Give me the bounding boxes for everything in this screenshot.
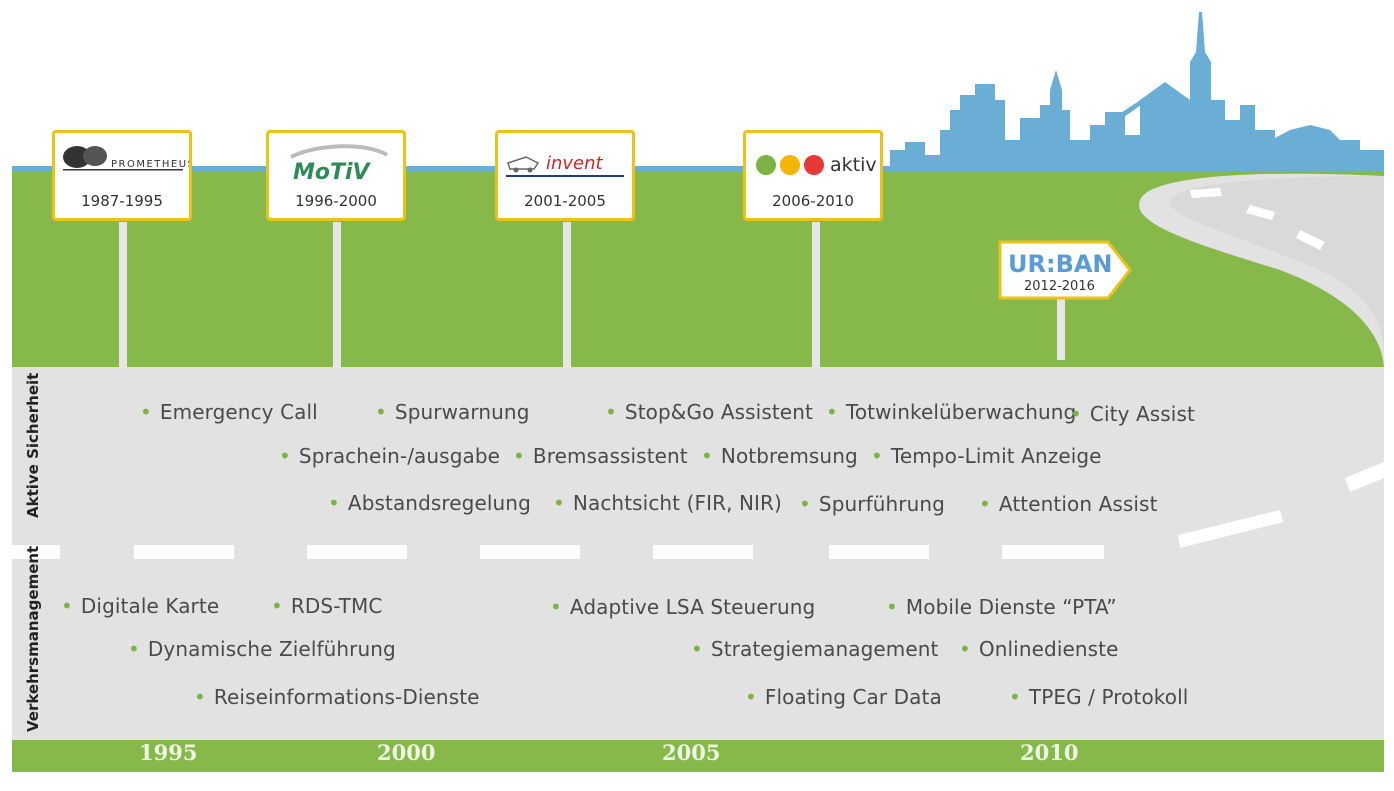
motiv-logo: MoTiV — [290, 144, 389, 185]
urban-logo-text: UR:BAN — [1008, 250, 1113, 278]
year-label: 2000 — [377, 740, 436, 765]
svg-text:PROMETHEUS: PROMETHEUS — [111, 159, 189, 170]
traffic-item: •Reiseinformations-Dienste — [194, 685, 480, 709]
period-label: 2001-2005 — [524, 192, 606, 210]
skyline-illustration — [890, 12, 1384, 172]
period-label: 2006-2010 — [772, 192, 854, 210]
year-label: 2010 — [1020, 740, 1079, 765]
safety-item: •Spurführung — [799, 492, 945, 516]
invent-logo: invent — [506, 153, 624, 177]
safety-item: •Stop&Go Assistent — [605, 400, 813, 424]
safety-item: •Nachtsicht (FIR, NIR) — [553, 491, 782, 515]
period-label: 1996-2000 — [295, 192, 377, 210]
traffic-item: •Adaptive LSA Steuerung — [550, 595, 816, 619]
sign-posts — [119, 222, 1065, 368]
traffic-item: •Dynamische Zielführung — [128, 637, 396, 661]
sign-urban: UR:BAN 2012-2016 — [998, 240, 1132, 300]
lane-label-safety: Aktive Sicherheit — [24, 372, 42, 518]
aktiv-logo: aktiv — [756, 154, 877, 176]
traffic-item: •Onlinedienste — [959, 637, 1119, 661]
sign-invent: invent 2001-2005 — [495, 130, 635, 221]
traffic-item: •Floating Car Data — [745, 685, 942, 709]
safety-item: •Sprachein-/ausgabe — [279, 444, 501, 468]
traffic-item: •Mobile Dienste “PTA” — [886, 595, 1117, 619]
traffic-item: •RDS-TMC — [271, 594, 383, 618]
safety-item: •Bremsassistent — [513, 444, 688, 468]
prometheus-logo: PROMETHEUS — [63, 146, 189, 171]
year-label: 1995 — [139, 740, 198, 765]
traffic-item: •Strategiemanagement — [691, 637, 939, 661]
safety-item: •Totwinkelüberwachung — [826, 400, 1077, 424]
svg-text:aktiv: aktiv — [830, 154, 877, 176]
period-label: 2012-2016 — [1024, 279, 1095, 294]
sign-aktiv: aktiv 2006-2010 — [743, 130, 883, 221]
safety-item: •Emergency Call — [140, 400, 318, 424]
period-label: 1987-1995 — [81, 192, 163, 210]
svg-text:invent: invent — [546, 153, 604, 174]
lane-divider — [12, 188, 1384, 559]
safety-item: •City Assist — [1070, 402, 1195, 426]
safety-item: •Abstandsregelung — [328, 491, 531, 515]
lane-label-traffic: Verkehrsmanagement — [24, 545, 42, 732]
year-label: 2005 — [662, 740, 721, 765]
year-bar — [12, 740, 1384, 772]
sign-motiv: MoTiV 1996-2000 — [266, 130, 406, 221]
safety-item: •Notbremsung — [701, 444, 858, 468]
svg-text:MoTiV: MoTiV — [293, 160, 372, 185]
sign-prometheus: PROMETHEUS 1987-1995 — [52, 130, 192, 221]
traffic-item: •TPEG / Protokoll — [1009, 685, 1189, 709]
traffic-item: •Digitale Karte — [61, 594, 220, 618]
safety-item: •Attention Assist — [979, 492, 1158, 516]
safety-item: •Tempo-Limit Anzeige — [871, 444, 1102, 468]
safety-item: •Spurwarnung — [375, 400, 530, 424]
